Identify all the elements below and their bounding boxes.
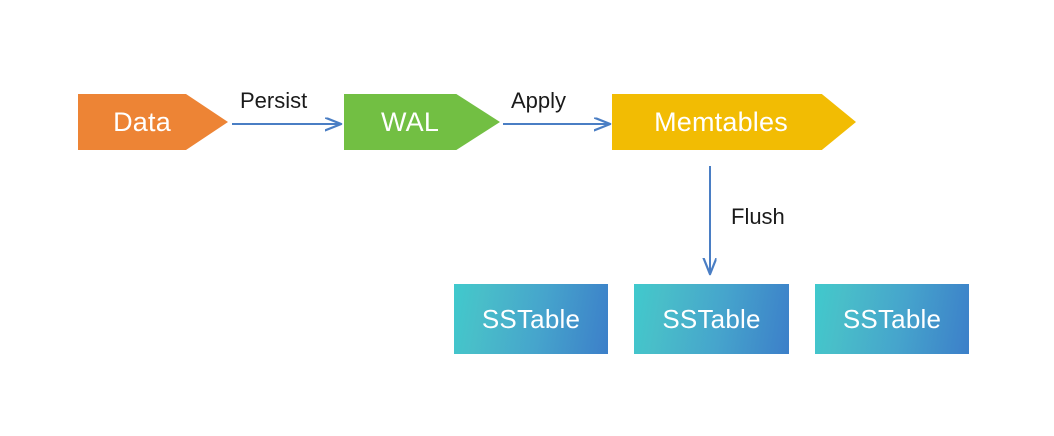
- node-wal-label: WAL: [380, 106, 440, 137]
- edge-label-persist: Persist: [240, 88, 308, 113]
- edge-label-flush: Flush: [731, 204, 785, 229]
- edge-label-apply: Apply: [511, 88, 567, 113]
- node-sstable-3[interactable]: SSTable: [815, 284, 969, 354]
- node-data[interactable]: Data: [78, 94, 228, 150]
- node-wal[interactable]: WAL: [344, 94, 500, 150]
- node-sstable-1[interactable]: SSTable: [454, 284, 608, 354]
- node-sstable-2-label: SSTable: [662, 304, 761, 334]
- node-sstable-3-label: SSTable: [842, 304, 942, 334]
- node-memtables[interactable]: Memtables: [612, 94, 856, 150]
- node-data-label: Data: [113, 106, 171, 137]
- node-memtables-label: Memtables: [654, 106, 788, 137]
- node-sstable-2[interactable]: SSTable: [634, 284, 789, 354]
- node-sstable-1-label: SSTable: [481, 304, 581, 334]
